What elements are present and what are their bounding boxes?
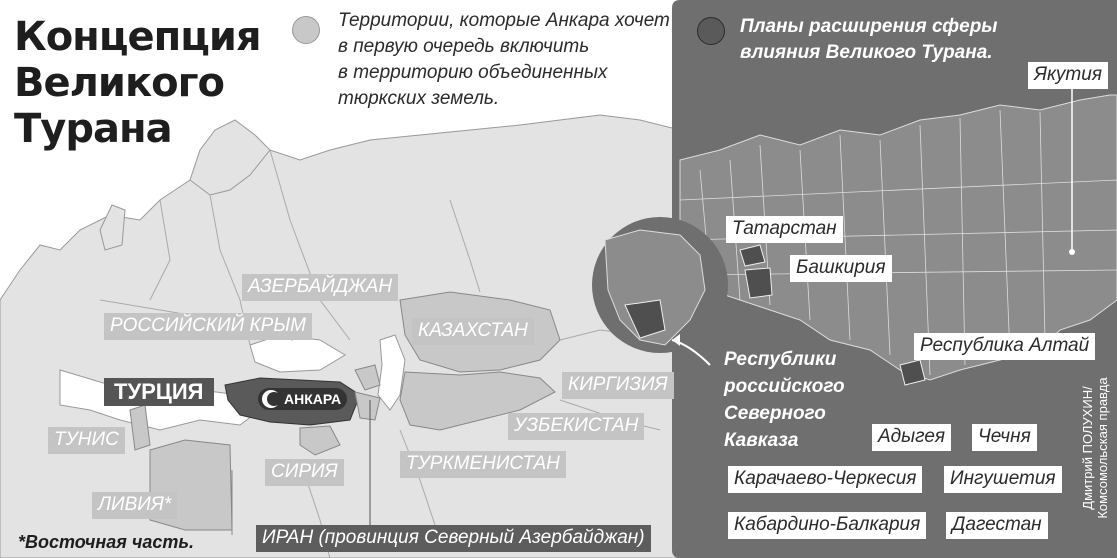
label-syria: СИРИЯ [265, 459, 344, 486]
zone-iran-north [354, 391, 381, 421]
label-karachay: Карачаево-Черкесия [728, 466, 923, 493]
footnote: *Восточная часть. [18, 532, 195, 552]
land-scandinavia [189, 119, 271, 196]
zone-central-asia [399, 371, 556, 431]
ankara-label: АНКАРА [284, 391, 342, 407]
label-ingushetia: Ингушетия [944, 466, 1062, 493]
label-iran: ИРАН (провинция Северный Азербайджан) [256, 525, 651, 552]
region-bashkiria-shape [744, 267, 773, 299]
label-kyrgyzstan: КИРГИЗИЯ [562, 372, 674, 399]
label-north-caucasus: Республики российского Северного Кавказа [724, 349, 845, 451]
label-chechnya: Чечня [972, 424, 1037, 451]
region-tatarstan-shape [739, 244, 766, 267]
sea-caspian [377, 334, 406, 411]
label-turkmenistan: ТУРКМЕНИСТАН [400, 451, 566, 478]
legend-dark-text: Планы расширения сферы влияния Великого … [740, 16, 998, 63]
page-title: Концепция Великого Турана [14, 14, 262, 152]
label-tatarstan: Татарстан [726, 216, 843, 243]
legend-light-text: Территории, которые Анкара хочет в перву… [338, 10, 670, 109]
credit: Дмитрий ПОЛУХИН/ Комсомольская правда [1080, 377, 1110, 519]
legend-light-dot [292, 16, 320, 44]
label-tunisia: ТУНИС [48, 427, 125, 454]
crescent-icon [262, 390, 281, 408]
legend-dark-dot [697, 17, 725, 45]
region-altai-shape [899, 359, 926, 386]
land-britain [99, 204, 126, 251]
caucasus-regions [624, 299, 666, 339]
label-dagestan: Дагестан [946, 512, 1048, 539]
label-kazakhstan: КАЗАХСТАН [412, 318, 534, 345]
label-kabardino: Кабардино-Балкария [728, 512, 927, 539]
zone-tunisia [129, 404, 151, 451]
label-crimea: РОССИЙСКИЙ КРЫМ [104, 313, 312, 340]
label-libya: ЛИВИЯ* [92, 492, 178, 519]
label-adygea: Адыгея [872, 424, 952, 451]
label-altai: Республика Алтай [914, 333, 1096, 360]
zone-azerbaijan [354, 364, 381, 391]
label-bashkiria: Башкирия [790, 255, 892, 282]
zone-syria [299, 425, 341, 456]
label-uzbekistan: УЗБЕКИСТАН [508, 413, 645, 440]
label-yakutia: Якутия [1028, 62, 1108, 89]
label-turkey: ТУРЦИЯ [104, 378, 214, 406]
label-azerbaijan: АЗЕРБАЙДЖАН [242, 274, 399, 301]
ankara-marker: АНКАРА [258, 388, 348, 410]
